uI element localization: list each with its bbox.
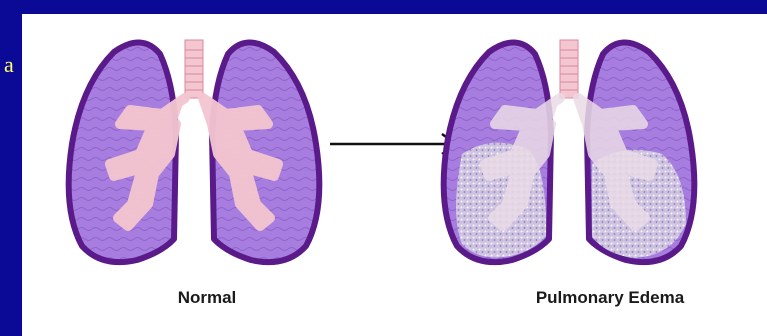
label-normal: Normal [137,288,277,308]
label-pulmonary-edema: Pulmonary Edema [510,288,710,308]
diagram-panel: Normal Pulmonary Edema [22,14,767,336]
lung-pair-normal-icon [69,40,320,262]
normal-trachea [185,40,203,98]
edema-trachea [560,40,578,98]
edema-bronchial-tree [485,98,653,226]
right-arrow-icon [330,134,456,154]
lung-pair-edema-icon [444,40,695,262]
slide-edge-text: a [4,52,14,78]
normal-bronchial-tree [110,98,278,226]
